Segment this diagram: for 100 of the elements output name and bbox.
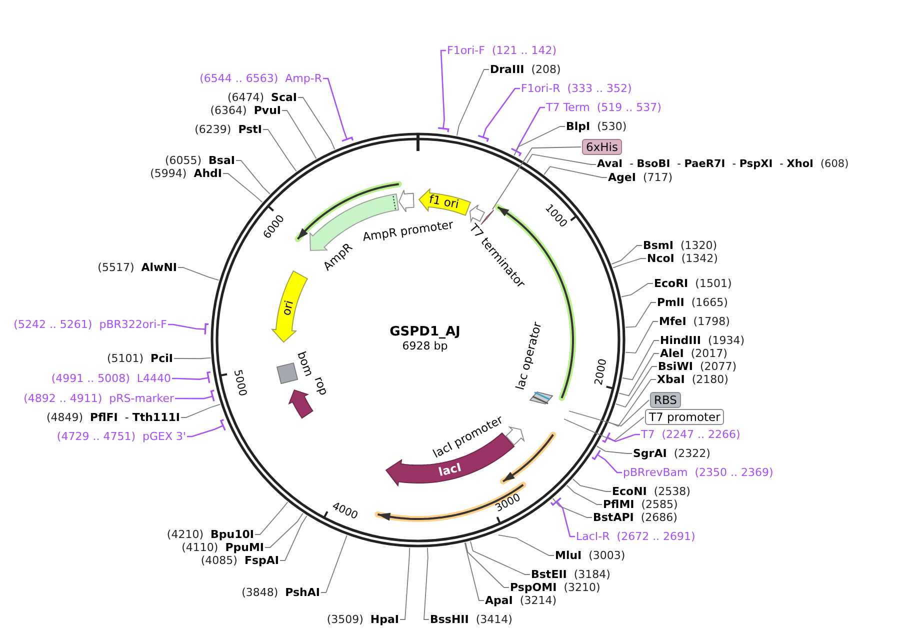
leader-line (280, 515, 308, 561)
leader-line (440, 50, 446, 129)
leader-line (400, 547, 410, 620)
primer-range: (4729 .. 4751) (56, 430, 136, 443)
cut-position: (4085) (200, 554, 238, 567)
leader-line (492, 146, 582, 210)
leader-line (172, 377, 208, 380)
enzyme-site-name: AvaI (597, 158, 623, 170)
cut-position: (208) (531, 63, 561, 76)
enzyme-site-name: - PspXI (732, 158, 773, 170)
leader-line (282, 110, 317, 160)
primer-range: (333 .. 352) (567, 82, 632, 95)
cut-position: (4210) (166, 528, 204, 541)
enzyme-site-name: ApaI (485, 594, 513, 607)
feature-label: lacI (438, 460, 464, 480)
leader-line (180, 404, 221, 418)
cut-position: (4110) (182, 541, 218, 554)
primer-range: (121 .. 142) (492, 44, 556, 57)
cut-position: (3210) (564, 581, 600, 594)
primer-name: pBR322ori-F (99, 318, 167, 331)
primer-range: (5242 .. 5261) (14, 318, 92, 331)
enzyme-site-name: NcoI (647, 252, 674, 265)
enzyme-site-name: PflFI (90, 411, 118, 424)
cut-position: (5101) (106, 352, 144, 365)
enzyme-site-name: PflMI (603, 498, 634, 511)
cut-position: (717) (642, 171, 673, 184)
enzyme-site-name: BsmI (643, 239, 674, 252)
enzyme-site-name: FspAI (244, 554, 279, 567)
leader-line (526, 154, 596, 165)
enzyme-site-name: MfeI (659, 315, 686, 328)
leader-line (465, 542, 510, 588)
cut-position: (1934) (708, 334, 745, 347)
leader-line (187, 425, 224, 438)
leader-line (424, 547, 430, 620)
leader-line (320, 535, 348, 593)
leader-line (222, 173, 263, 203)
leader-line (612, 258, 646, 268)
leader-line (168, 324, 206, 330)
cut-position: (5994) (150, 167, 187, 180)
leader-line (514, 126, 566, 156)
primer-range: (519 .. 537) (596, 101, 662, 114)
leader-line (621, 283, 654, 298)
primer-name: F1ori-R (521, 82, 560, 95)
cut-position: (3003) (588, 549, 626, 562)
primer-name: T7 Term (546, 101, 590, 114)
primer-name: pBRrevBam (623, 466, 688, 479)
leader-line (178, 267, 220, 281)
leader-line (568, 400, 650, 426)
leader-line (323, 78, 348, 140)
enzyme-site-name: - Tth111I (124, 411, 180, 424)
leader-line (615, 366, 658, 408)
primer-name: F1ori-F (447, 44, 485, 57)
feature-tag: T7 promoter (645, 409, 724, 425)
feature-label: f1 ori (428, 193, 460, 212)
sequence-length: 6928 bp (402, 340, 448, 352)
enzyme-site-name: PpuMI (225, 541, 264, 554)
cut-position: (2585) (641, 498, 678, 511)
enzyme-site-name: PshAI (285, 586, 320, 599)
leader-line (174, 357, 212, 360)
cut-position: (6239) (194, 123, 232, 136)
enzyme-site-name: PstI (238, 123, 262, 136)
cut-position: (3848) (242, 586, 278, 599)
enzyme-site-name: ScaI (271, 91, 297, 104)
cut-position: (3414) (476, 613, 512, 626)
primer-range: (6544 .. 6563) (200, 72, 278, 85)
leader-line (544, 166, 608, 178)
enzyme-site-name: PspOMI (510, 581, 557, 594)
leader-line (552, 498, 592, 518)
leader-line (470, 540, 530, 575)
feature-label: lac operator (514, 320, 544, 392)
leader-line (625, 302, 656, 328)
cut-position: (2180) (692, 373, 728, 386)
enzyme-site-name: - BsoBI (630, 158, 670, 170)
enzyme-site-name: - PaeR7I (677, 158, 726, 170)
leader-line (564, 416, 644, 442)
enzyme-site-name: Bpu10I (210, 528, 254, 541)
primer-range: (2247 .. 2266) (662, 428, 740, 441)
leader-line (254, 502, 288, 535)
enzyme-site-name: BsiWI (658, 360, 693, 373)
enzyme-site-name: HpaI (370, 613, 399, 626)
primer-name: pGEX 3' (142, 430, 186, 443)
primer-name: pRS-marker (109, 392, 174, 405)
cut-position: (2322) (674, 447, 710, 460)
cut-position: (1342) (681, 252, 718, 265)
enzyme-site-name: - XhoI (780, 158, 814, 170)
leader-line (607, 434, 640, 442)
enzyme-site-name: AgeI (608, 171, 636, 184)
leader-line (572, 478, 612, 492)
enzyme-site-name: PciI (150, 352, 173, 365)
feature-tag: 6xHis (582, 139, 622, 155)
primer-range: (4892 .. 4911) (24, 392, 102, 405)
enzyme-site-name: BstAPI (593, 511, 634, 524)
plasmid-name: GSPD1_AJ (390, 324, 460, 340)
leader-line (611, 245, 642, 265)
enzyme-site-name: PmlI (657, 296, 684, 309)
cut-position: (2077) (700, 360, 737, 373)
cut-position: (1501) (695, 277, 732, 290)
cut-position: (3184) (574, 568, 610, 581)
cut-position: (4849) (46, 411, 84, 424)
leader-line (262, 129, 297, 172)
